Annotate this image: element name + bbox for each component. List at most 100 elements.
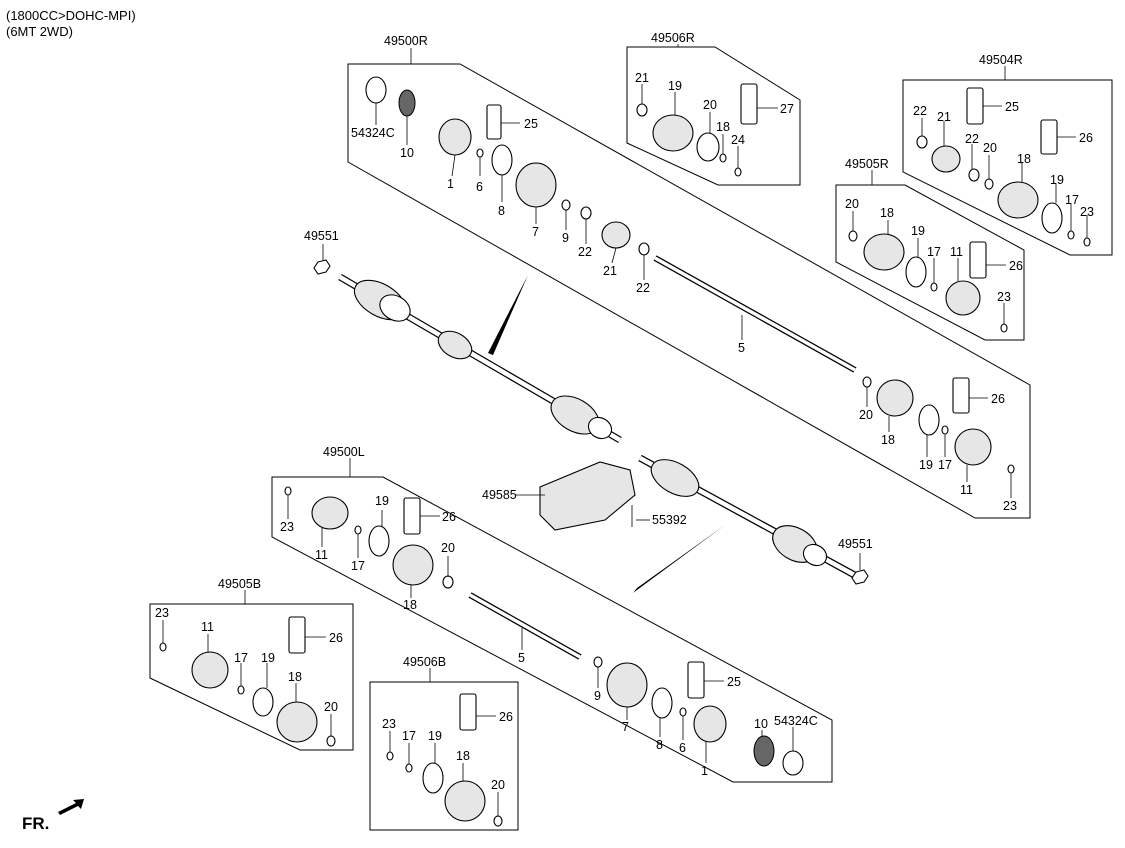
engine-spec-line: (1800CC>DOHC-MPI) — [6, 8, 136, 23]
part-label-17-49504R: 17 — [1065, 193, 1079, 207]
part-label-22-49504R-b: 22 — [965, 132, 979, 146]
left-driveshaft-assembly — [638, 454, 862, 582]
group-49505R-outline — [835, 184, 1025, 341]
part-label-20-49504R: 20 — [983, 141, 997, 155]
part-label-17-49505R: 17 — [927, 245, 941, 259]
group-49506R-parts — [636, 83, 778, 177]
part-label-19-49504R: 19 — [1050, 173, 1064, 187]
part-label-5-right: 5 — [738, 341, 745, 355]
part-label-1-left: 1 — [701, 764, 708, 778]
part-label-18-left: 18 — [403, 598, 417, 612]
part-label-49551-bottom: 49551 — [838, 537, 873, 551]
part-label-21-49504R: 21 — [937, 110, 951, 124]
group-49506R-outline — [626, 46, 801, 186]
part-label-26-left: 26 — [442, 510, 456, 524]
part-label-7-right: 7 — [532, 225, 539, 239]
group-label-49506R: 49506R — [651, 31, 695, 45]
group-label-49500R: 49500R — [384, 34, 428, 48]
part-label-6-left: 6 — [679, 741, 686, 755]
group-49506B-outline — [369, 681, 519, 831]
part-label-20-49505R: 20 — [845, 197, 859, 211]
part-label-19-right: 19 — [919, 458, 933, 472]
pointer-wedge-left — [633, 525, 725, 593]
part-label-19-left: 19 — [375, 494, 389, 508]
group-label-49505B: 49505B — [218, 577, 261, 591]
group-49505R-parts — [848, 211, 1008, 333]
part-label-27-49506R: 27 — [780, 102, 794, 116]
part-label-26-49504R: 26 — [1079, 131, 1093, 145]
part-label-19-49506R: 19 — [668, 79, 682, 93]
hub-nut-49551-bottom — [851, 569, 869, 585]
part-label-26-49505R: 26 — [1009, 259, 1023, 273]
part-label-22-49504R-a: 22 — [913, 104, 927, 118]
group-label-49505R: 49505R — [845, 157, 889, 171]
part-label-9-right: 9 — [562, 231, 569, 245]
group-label-49504R: 49504R — [979, 53, 1023, 67]
transmission-spec-line: (6MT 2WD) — [6, 24, 73, 39]
part-label-20-right: 20 — [859, 408, 873, 422]
part-label-21-49506R: 21 — [635, 71, 649, 85]
bearing-bracket-49585 — [539, 461, 636, 531]
group-49500R-leaders — [375, 103, 1012, 498]
part-label-23-right: 23 — [1003, 499, 1017, 513]
group-label-49506B: 49506B — [403, 655, 446, 669]
part-label-18-49505R: 18 — [880, 206, 894, 220]
part-label-20-left: 20 — [441, 541, 455, 555]
group-49505B-outline — [149, 603, 354, 751]
group-49504R-parts — [916, 87, 1091, 247]
part-label-49551-top: 49551 — [304, 229, 339, 243]
group-label-49500L: 49500L — [323, 445, 365, 459]
part-label-17-49505B: 17 — [234, 651, 248, 665]
part-label-54324C-left: 54324C — [774, 714, 818, 728]
part-label-49585: 49585 — [482, 488, 517, 502]
part-label-7-left: 7 — [622, 720, 629, 734]
part-label-11-left: 11 — [315, 548, 328, 562]
pointer-wedge-right — [488, 275, 528, 355]
part-label-6-right: 6 — [476, 180, 483, 194]
part-label-5-left: 5 — [518, 651, 525, 665]
part-label-26-49505B: 26 — [329, 631, 343, 645]
group-49505B-parts — [159, 616, 336, 747]
part-label-8-left: 8 — [656, 738, 663, 752]
part-label-20-49505B: 20 — [324, 700, 338, 714]
part-label-18-49505B: 18 — [288, 670, 302, 684]
part-label-1-right: 1 — [447, 177, 454, 191]
group-49500R-outline — [347, 63, 1031, 519]
part-label-23-49504R: 23 — [1080, 205, 1094, 219]
part-label-26-49506B: 26 — [499, 710, 513, 724]
part-label-20-49506R: 20 — [703, 98, 717, 112]
part-label-17-left: 17 — [351, 559, 365, 573]
part-label-54324C-right: 54324C — [351, 126, 395, 140]
part-label-17-right: 17 — [938, 458, 952, 472]
group-49500L-leaders — [287, 495, 794, 763]
part-label-10-right: 10 — [400, 146, 414, 160]
part-label-24-49506R: 24 — [731, 133, 745, 147]
part-label-25-right: 25 — [524, 117, 538, 131]
part-label-55392: 55392 — [652, 513, 687, 527]
group-49500L-parts — [284, 486, 804, 776]
part-label-8-right: 8 — [498, 204, 505, 218]
part-label-18-right: 18 — [881, 433, 895, 447]
part-label-25-49504R: 25 — [1005, 100, 1019, 114]
front-direction-arrow-icon — [58, 799, 84, 815]
group-49504R-outline — [902, 79, 1113, 256]
hub-nut-49551-top — [313, 259, 331, 275]
right-driveshaft-assembly — [338, 273, 622, 444]
part-label-22-right-a: 22 — [578, 245, 592, 259]
part-label-26-right: 26 — [991, 392, 1005, 406]
part-label-21-right: 21 — [603, 264, 617, 278]
part-label-19-49506B: 19 — [428, 729, 442, 743]
part-label-19-49505B: 19 — [261, 651, 275, 665]
part-label-22-right-b: 22 — [636, 281, 650, 295]
group-49500L-outline — [271, 476, 833, 783]
front-direction-label: FR. — [22, 814, 50, 833]
part-label-23-49505R: 23 — [997, 290, 1011, 304]
part-label-9-left: 9 — [594, 689, 601, 703]
part-label-11-49505B: 11 — [201, 620, 214, 634]
part-label-18-49506R: 18 — [716, 120, 730, 134]
part-label-23-49505B: 23 — [155, 606, 169, 620]
part-label-10-left: 10 — [754, 717, 768, 731]
group-49500R-parts — [365, 76, 1015, 474]
part-label-23-left: 23 — [280, 520, 294, 534]
